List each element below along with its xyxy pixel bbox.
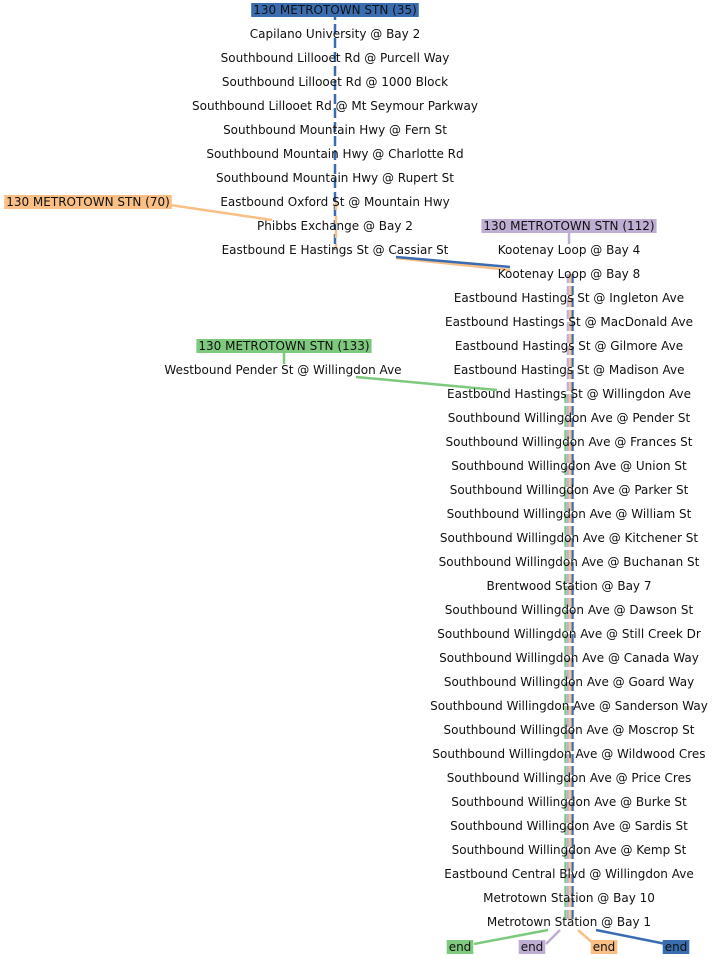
stop-southbound-willingdon-ave-buchanan-st: Southbound Willingdon Ave @ Buchanan St bbox=[439, 555, 700, 569]
end-marker-r133-box bbox=[446, 940, 474, 954]
route-label-112-box bbox=[481, 219, 657, 233]
route-nodes: 130 METROTOWN STN (35) 130 METROTOWN STN … bbox=[4, 3, 708, 954]
stop-southbound-willingdon-ave-wildwood-cres: Southbound Willingdon Ave @ Wildwood Cre… bbox=[432, 747, 705, 761]
stop-southbound-willingdon-ave-sardis-st: Southbound Willingdon Ave @ Sardis St bbox=[450, 819, 688, 833]
end-connector-r133 bbox=[473, 928, 549, 946]
route-label-70: 130 METROTOWN STN (70) bbox=[6, 195, 170, 209]
stop-southbound-willingdon-ave-price-cres: Southbound Willingdon Ave @ Price Cres bbox=[447, 771, 691, 785]
stop-southbound-willingdon-ave-parker-st: Southbound Willingdon Ave @ Parker St bbox=[450, 483, 689, 497]
stop-eastbound-central-blvd-willingdon-ave: Eastbound Central Blvd @ Willingdon Ave bbox=[444, 867, 693, 881]
stop-southbound-mountain-hwy-rupert-st: Southbound Mountain Hwy @ Rupert St bbox=[216, 171, 454, 185]
end-connector-r35 bbox=[595, 928, 667, 946]
stop-kootenay-loop-bay-4: Kootenay Loop @ Bay 4 bbox=[498, 243, 640, 257]
route-label-70-box bbox=[4, 195, 172, 209]
stop-southbound-willingdon-ave-still-creek-dr: Southbound Willingdon Ave @ Still Creek … bbox=[437, 627, 701, 641]
stop-brentwood-station-bay-7: Brentwood Station @ Bay 7 bbox=[487, 579, 652, 593]
stop-metrotown-station-bay-10: Metrotown Station @ Bay 10 bbox=[483, 891, 655, 905]
stop-kootenay-loop-bay-8: Kootenay Loop @ Bay 8 bbox=[498, 267, 640, 281]
stop-southbound-willingdon-ave-dawson-st: Southbound Willingdon Ave @ Dawson St bbox=[445, 603, 694, 617]
stop-southbound-lillooet-rd-purcell-way: Southbound Lillooet Rd @ Purcell Way bbox=[221, 51, 450, 65]
stop-southbound-willingdon-ave-kitchener-st: Southbound Willingdon Ave @ Kitchener St bbox=[440, 531, 698, 545]
route-label-112: 130 METROTOWN STN (112) bbox=[483, 219, 654, 233]
route-label-133-box bbox=[196, 339, 372, 353]
stop-southbound-willingdon-ave-canada-way: Southbound Willingdon Ave @ Canada Way bbox=[439, 651, 699, 665]
stop-eastbound-hastings-st-macdonald-ave: Eastbound Hastings St @ MacDonald Ave bbox=[445, 315, 693, 329]
stop-eastbound-e-hastings-st-cassiar-st: Eastbound E Hastings St @ Cassiar St bbox=[222, 243, 449, 257]
stop-capilano-university-bay-2: Capilano University @ Bay 2 bbox=[250, 27, 420, 41]
stop-southbound-willingdon-ave-william-st: Southbound Willingdon Ave @ William St bbox=[447, 507, 692, 521]
end-marker-r112: end bbox=[521, 940, 544, 954]
end-marker-r112-box bbox=[518, 940, 546, 954]
route-35-connector-line bbox=[395, 255, 511, 269]
end-marker-r35-box bbox=[662, 940, 690, 954]
stop-southbound-willingdon-ave-burke-st: Southbound Willingdon Ave @ Burke St bbox=[451, 795, 687, 809]
route-70-connector-line bbox=[395, 256, 511, 272]
route-133-connector-line bbox=[355, 375, 498, 392]
end-marker-r70: end bbox=[593, 940, 616, 954]
stop-southbound-willingdon-ave-union-st: Southbound Willingdon Ave @ Union St bbox=[451, 459, 687, 473]
stop-southbound-willingdon-ave-goard-way: Southbound Willingdon Ave @ Goard Way bbox=[444, 675, 694, 689]
stop-eastbound-oxford-st-mountain-hwy: Eastbound Oxford St @ Mountain Hwy bbox=[220, 195, 449, 209]
stop-metrotown-station-bay-1: Metrotown Station @ Bay 1 bbox=[487, 915, 651, 929]
stop-eastbound-hastings-st-ingleton-ave: Eastbound Hastings St @ Ingleton Ave bbox=[454, 291, 684, 305]
stop-westbound-pender-st-willingdon-ave: Westbound Pender St @ Willingdon Ave bbox=[164, 363, 401, 377]
stop-eastbound-hastings-st-gilmore-ave: Eastbound Hastings St @ Gilmore Ave bbox=[455, 339, 683, 353]
end-marker-r133: end bbox=[449, 940, 472, 954]
end-connector-r112 bbox=[545, 929, 561, 945]
stop-southbound-willingdon-ave-frances-st: Southbound Willingdon Ave @ Frances St bbox=[446, 435, 693, 449]
route-label-35-box bbox=[251, 3, 419, 17]
stop-southbound-willingdon-ave-sanderson-way: Southbound Willingdon Ave @ Sanderson Wa… bbox=[430, 699, 708, 713]
stop-southbound-mountain-hwy-fern-st: Southbound Mountain Hwy @ Fern St bbox=[223, 123, 447, 137]
stop-southbound-willingdon-ave-pender-st: Southbound Willingdon Ave @ Pender St bbox=[448, 411, 691, 425]
stop-southbound-lillooet-rd-mt-seymour-parkway: Southbound Lillooet Rd @ Mt Seymour Park… bbox=[192, 99, 478, 113]
stop-southbound-mountain-hwy-charlotte-rd: Southbound Mountain Hwy @ Charlotte Rd bbox=[206, 147, 463, 161]
route-label-35: 130 METROTOWN STN (35) bbox=[253, 3, 417, 17]
stop-southbound-willingdon-ave-moscrop-st: Southbound Willingdon Ave @ Moscrop St bbox=[444, 723, 695, 737]
stop-eastbound-hastings-st-madison-ave: Eastbound Hastings St @ Madison Ave bbox=[453, 363, 684, 377]
end-marker-r35: end bbox=[665, 940, 688, 954]
stop-southbound-lillooet-rd-1000-block: Southbound Lillooet Rd @ 1000 Block bbox=[222, 75, 448, 89]
stop-phibbs-exchange-bay-2: Phibbs Exchange @ Bay 2 bbox=[257, 219, 413, 233]
stop-southbound-willingdon-ave-kemp-st: Southbound Willingdon Ave @ Kemp St bbox=[452, 843, 687, 857]
route-label-133: 130 METROTOWN STN (133) bbox=[198, 339, 369, 353]
stop-eastbound-hastings-st-willingdon-ave: Eastbound Hastings St @ Willingdon Ave bbox=[447, 387, 691, 401]
end-marker-r70-box bbox=[590, 940, 618, 954]
